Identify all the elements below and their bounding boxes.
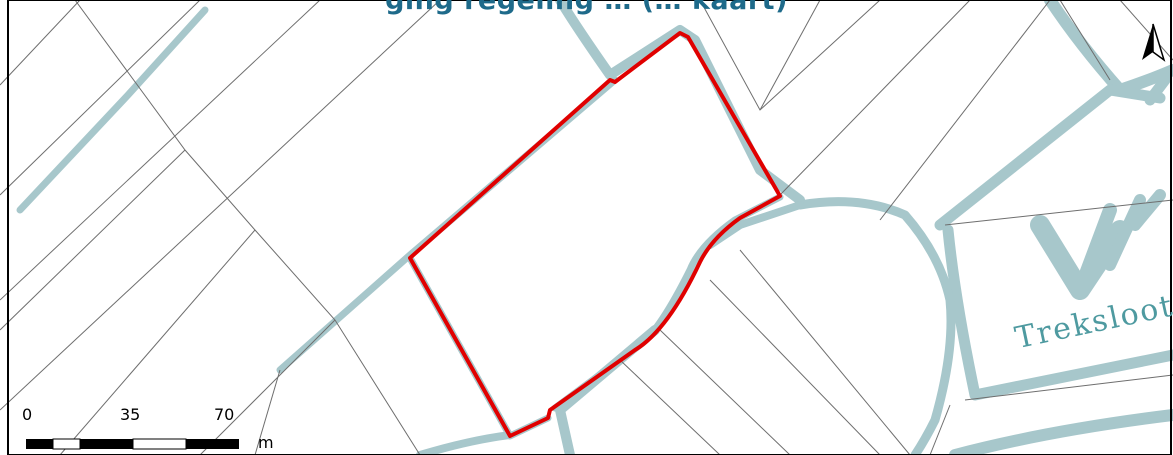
scale-bar: 0 35 70 m (16, 405, 276, 455)
ditch-parcel-edge (406, 254, 552, 440)
ditch-fork-mid (1073, 203, 1117, 297)
ditch-parcel-east (551, 193, 784, 412)
scale-tick-70: 70 (214, 405, 235, 424)
ditch-fork-right (1104, 189, 1166, 271)
ditch-bottom-right (949, 409, 1173, 455)
water-channels (16, 0, 1173, 455)
north-arrow-icon (1140, 22, 1166, 66)
scale-unit: m (258, 433, 274, 452)
ditch-right-vertical (942, 224, 1173, 401)
study-area-boundary[interactable] (408, 31, 782, 438)
scale-bar-segments (26, 438, 239, 450)
ditch-left (16, 6, 209, 214)
ditch-lower-inner (706, 201, 804, 249)
ditch-bottom-left (416, 431, 514, 455)
ditch-round-pond (795, 197, 956, 455)
map-frame-border (7, 0, 1172, 455)
ditch-inner-right (934, 74, 1171, 231)
map-title: ging regeling … (… kaart) (385, 0, 788, 16)
scale-tick-35: 35 (120, 405, 141, 424)
scale-tick-0: 0 (22, 405, 33, 424)
